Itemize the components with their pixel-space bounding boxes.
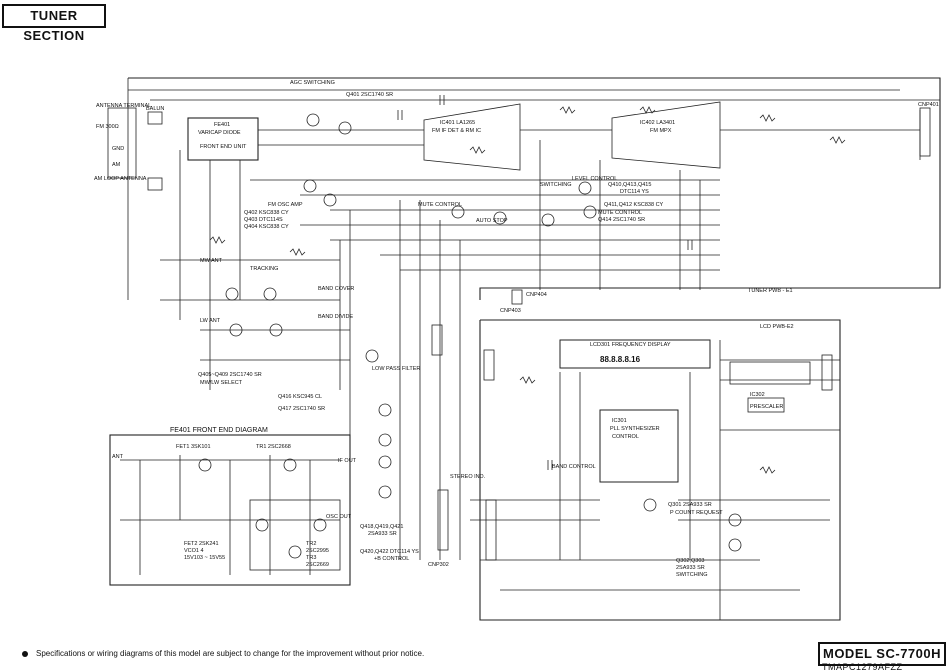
mw-lw-label: MW/LW SELECT: [200, 380, 243, 386]
tr2-label: TR2: [306, 541, 316, 547]
ic302-sub-label: PRESCALER: [750, 404, 783, 410]
q417-label: Q417 2SC1740 SR: [278, 406, 325, 412]
lcd-pwb-label: LCD PWB-E2: [760, 324, 794, 330]
front-end-unit-label: FRONT END UNIT: [200, 144, 247, 150]
tr1-label: TR1 2SC2668: [256, 444, 291, 450]
vco-range-label: 15V103 ~ 15V55: [184, 555, 225, 561]
lcd-freq-label: LCD301 FREQUENCY DISPLAY: [590, 342, 671, 348]
q405-label: Q405~Q409 2SC1740 SR: [198, 372, 262, 378]
level-control-label: LEVEL CONTROL: [572, 176, 617, 182]
q302-sub-label: SWITCHING: [676, 572, 707, 578]
note-bullet-icon: [22, 651, 28, 657]
q420-label: Q420,Q422 DTC114 YS: [360, 549, 419, 555]
q416-label: Q416 KSC945 CL: [278, 394, 322, 400]
ic402-sub-label: FM MPX: [650, 128, 672, 134]
tr3-part-label: 2SC2669: [306, 562, 329, 568]
q302-part-label: 2SA933 SR: [676, 565, 705, 571]
fet1-label: FET1 3SK101: [176, 444, 211, 450]
lw-ant-label: LW ANT: [200, 318, 221, 324]
ic402-label: IC402 LA3401: [640, 120, 675, 126]
mw-ant-label: MW ANT: [200, 258, 223, 264]
ic301-part-label: CONTROL: [612, 434, 639, 440]
q301-label: Q301 2SA933 SR: [668, 502, 712, 508]
varicap-label: VARICAP DIODE: [198, 130, 241, 136]
am-label: AM: [112, 162, 121, 168]
q410-label: Q410,Q413,Q415: [608, 182, 651, 188]
ic401-label: IC401 LA1265: [440, 120, 475, 126]
switching-label: SWITCHING: [540, 182, 571, 188]
model-label: MODEL SC-7700H: [818, 642, 946, 666]
q410-part-label: DTC114 YS: [620, 189, 649, 195]
osc-out-label: OSC OUT: [326, 514, 352, 520]
am-loop-label: AM LOOP ANTENNA: [94, 176, 147, 182]
ic301-sub-label: PLL SYNTHESIZER: [610, 426, 660, 432]
cnp-a-label: CNP401: [918, 102, 939, 108]
tuner-pwb-label: TUNER PWB - E1: [748, 288, 793, 294]
q302-label: Q302,Q303: [676, 558, 704, 564]
if-out-label: IF OUT: [338, 458, 357, 464]
band-cover-label: BAND COVER: [318, 286, 354, 292]
q411-label: Q411,Q412 KSC838 CY: [604, 202, 664, 208]
mute-control-label: MUTE CONTROL: [418, 202, 462, 208]
balun-label: BALUN: [146, 106, 164, 112]
ic401-sub-label: FM IF DET & RM IC: [432, 128, 481, 134]
band-divide-label: BAND DIVIDE: [318, 314, 353, 320]
mute-control2-label: MUTE CONTROL: [598, 210, 642, 216]
q414-label: Q414 2SC1740 SR: [598, 217, 645, 223]
q418-part-label: 2SA933 SR: [368, 531, 397, 537]
q403-label: Q403 DTC114S: [244, 217, 283, 223]
section-title: TUNER SECTION: [2, 4, 106, 43]
ant-label: ANT: [112, 454, 124, 460]
cnp-c-label: CNP403: [500, 308, 521, 314]
stereo-ind-label: STEREO IND.: [450, 474, 486, 480]
fet2-label: FET2 2SK241: [184, 541, 219, 547]
agc-switching-label: AGC SWITCHING: [290, 80, 335, 86]
fm-300-label: FM 300Ω: [96, 124, 119, 130]
q402-label: Q402 KSC838 CY: [244, 210, 289, 216]
fm-osc-amp-label: FM OSC AMP: [268, 202, 303, 208]
lcd-digits: 88.8.8.8.16: [600, 355, 641, 364]
q418-label: Q418,Q419,Q421: [360, 524, 403, 530]
q404-label: Q404 KSC838 CY: [244, 224, 289, 230]
q401-label: Q401 2SC1740 SR: [346, 92, 393, 98]
fe401-label: FE401: [214, 122, 230, 128]
vco-label: VCO1 4: [184, 548, 204, 554]
cnp-b-label: CNP404: [526, 292, 547, 298]
cnp-d-label: CNP302: [428, 562, 449, 568]
q420-sub-label: +B CONTROL: [374, 556, 409, 562]
gnd-label: GND: [112, 146, 124, 152]
ic301-label: IC301: [612, 418, 627, 424]
tr3-label: TR3: [306, 555, 316, 561]
auto-stop-label: AUTO STOP: [476, 218, 508, 224]
antenna-terminal-label: ANTENNA TERMINAL: [96, 103, 151, 109]
fe-diagram-title: FE401 FRONT END DIAGRAM: [170, 427, 268, 434]
footer-note: Specifications or wiring diagrams of thi…: [36, 649, 425, 658]
tr2-part-label: 2SC2995: [306, 548, 329, 554]
tracking-label: TRACKING: [250, 266, 278, 272]
q301-sub-label: P COUNT REQUEST: [670, 510, 723, 516]
band-control-label: BAND CONTROL: [552, 464, 596, 470]
low-pass-label: LOW PASS FILTER: [372, 366, 420, 372]
doc-code: TMAPC1279AFZZ: [822, 662, 903, 672]
ic302-label: IC302: [750, 392, 765, 398]
